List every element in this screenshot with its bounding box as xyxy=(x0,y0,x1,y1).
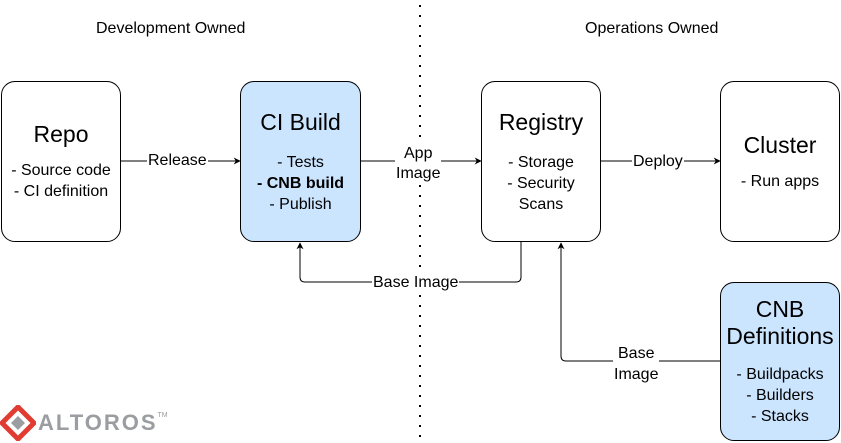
cnb-definitions-title: CNB Definitions xyxy=(726,296,833,350)
cnb-definitions-item: - Stacks xyxy=(751,408,809,425)
cluster-item: - Run apps xyxy=(740,172,820,190)
base-image-top-label: Base Image xyxy=(372,273,460,293)
ci-build-node: CI Build - Tests - CNB build - Publish xyxy=(240,81,361,242)
cluster-title: Cluster xyxy=(743,131,817,158)
repo-items: - Source code - CI definition xyxy=(11,160,111,202)
base-image-bottom-label: Base Image xyxy=(613,343,660,385)
ci-build-title: CI Build xyxy=(260,108,341,135)
ci-build-item: - Publish xyxy=(269,195,332,213)
app-image-label-line: Image xyxy=(396,165,441,182)
altoros-logo-text: ALTOROS xyxy=(38,410,158,435)
ci-build-items: - Tests - CNB build - Publish xyxy=(257,152,344,215)
altoros-logo-icon xyxy=(0,405,36,441)
cnb-definitions-node: CNB Definitions - Buildpacks - Builders … xyxy=(720,282,840,441)
cnb-definitions-title-line: Definitions xyxy=(726,323,834,349)
base-image-bottom-label-line: Image xyxy=(614,366,659,383)
ci-build-item: - CNB build xyxy=(256,174,345,192)
cnb-definitions-title-line: CNB xyxy=(755,296,805,322)
cluster-items: - Run apps xyxy=(741,171,819,192)
app-image-label-line: App xyxy=(404,145,433,162)
ci-build-item: - Tests xyxy=(277,153,324,171)
registry-item: - Security xyxy=(507,174,575,192)
cnb-definitions-item: - Builders xyxy=(746,387,814,404)
registry-node: Registry - Storage - Security Scans xyxy=(481,81,601,242)
cluster-node: Cluster - Run apps xyxy=(720,81,840,242)
app-image-label: App Image xyxy=(395,144,442,184)
altoros-logo: ALTOROS TM xyxy=(0,405,168,441)
repo-node: Repo - Source code - CI definition xyxy=(1,81,121,242)
repo-item: - CI definition xyxy=(13,183,109,200)
cnb-definitions-items: - Buildpacks - Builders - Stacks xyxy=(736,364,823,427)
base-image-bottom-label-line: Base xyxy=(618,345,655,362)
release-label: Release xyxy=(147,151,208,171)
repo-title: Repo xyxy=(33,121,89,147)
repo-item: - Source code xyxy=(11,162,111,179)
registry-items: - Storage - Security Scans xyxy=(507,152,575,215)
development-owned-title: Development Owned xyxy=(96,20,246,37)
cnb-definitions-item: - Buildpacks xyxy=(736,366,824,383)
registry-title: Registry xyxy=(498,108,584,135)
operations-owned-title: Operations Owned xyxy=(585,20,719,37)
registry-item: Scans xyxy=(518,195,564,213)
edge-base-image-bottom xyxy=(557,242,720,362)
deploy-label: Deploy xyxy=(632,152,684,172)
altoros-logo-tm: TM xyxy=(157,411,168,419)
registry-item: - Storage xyxy=(508,153,574,171)
